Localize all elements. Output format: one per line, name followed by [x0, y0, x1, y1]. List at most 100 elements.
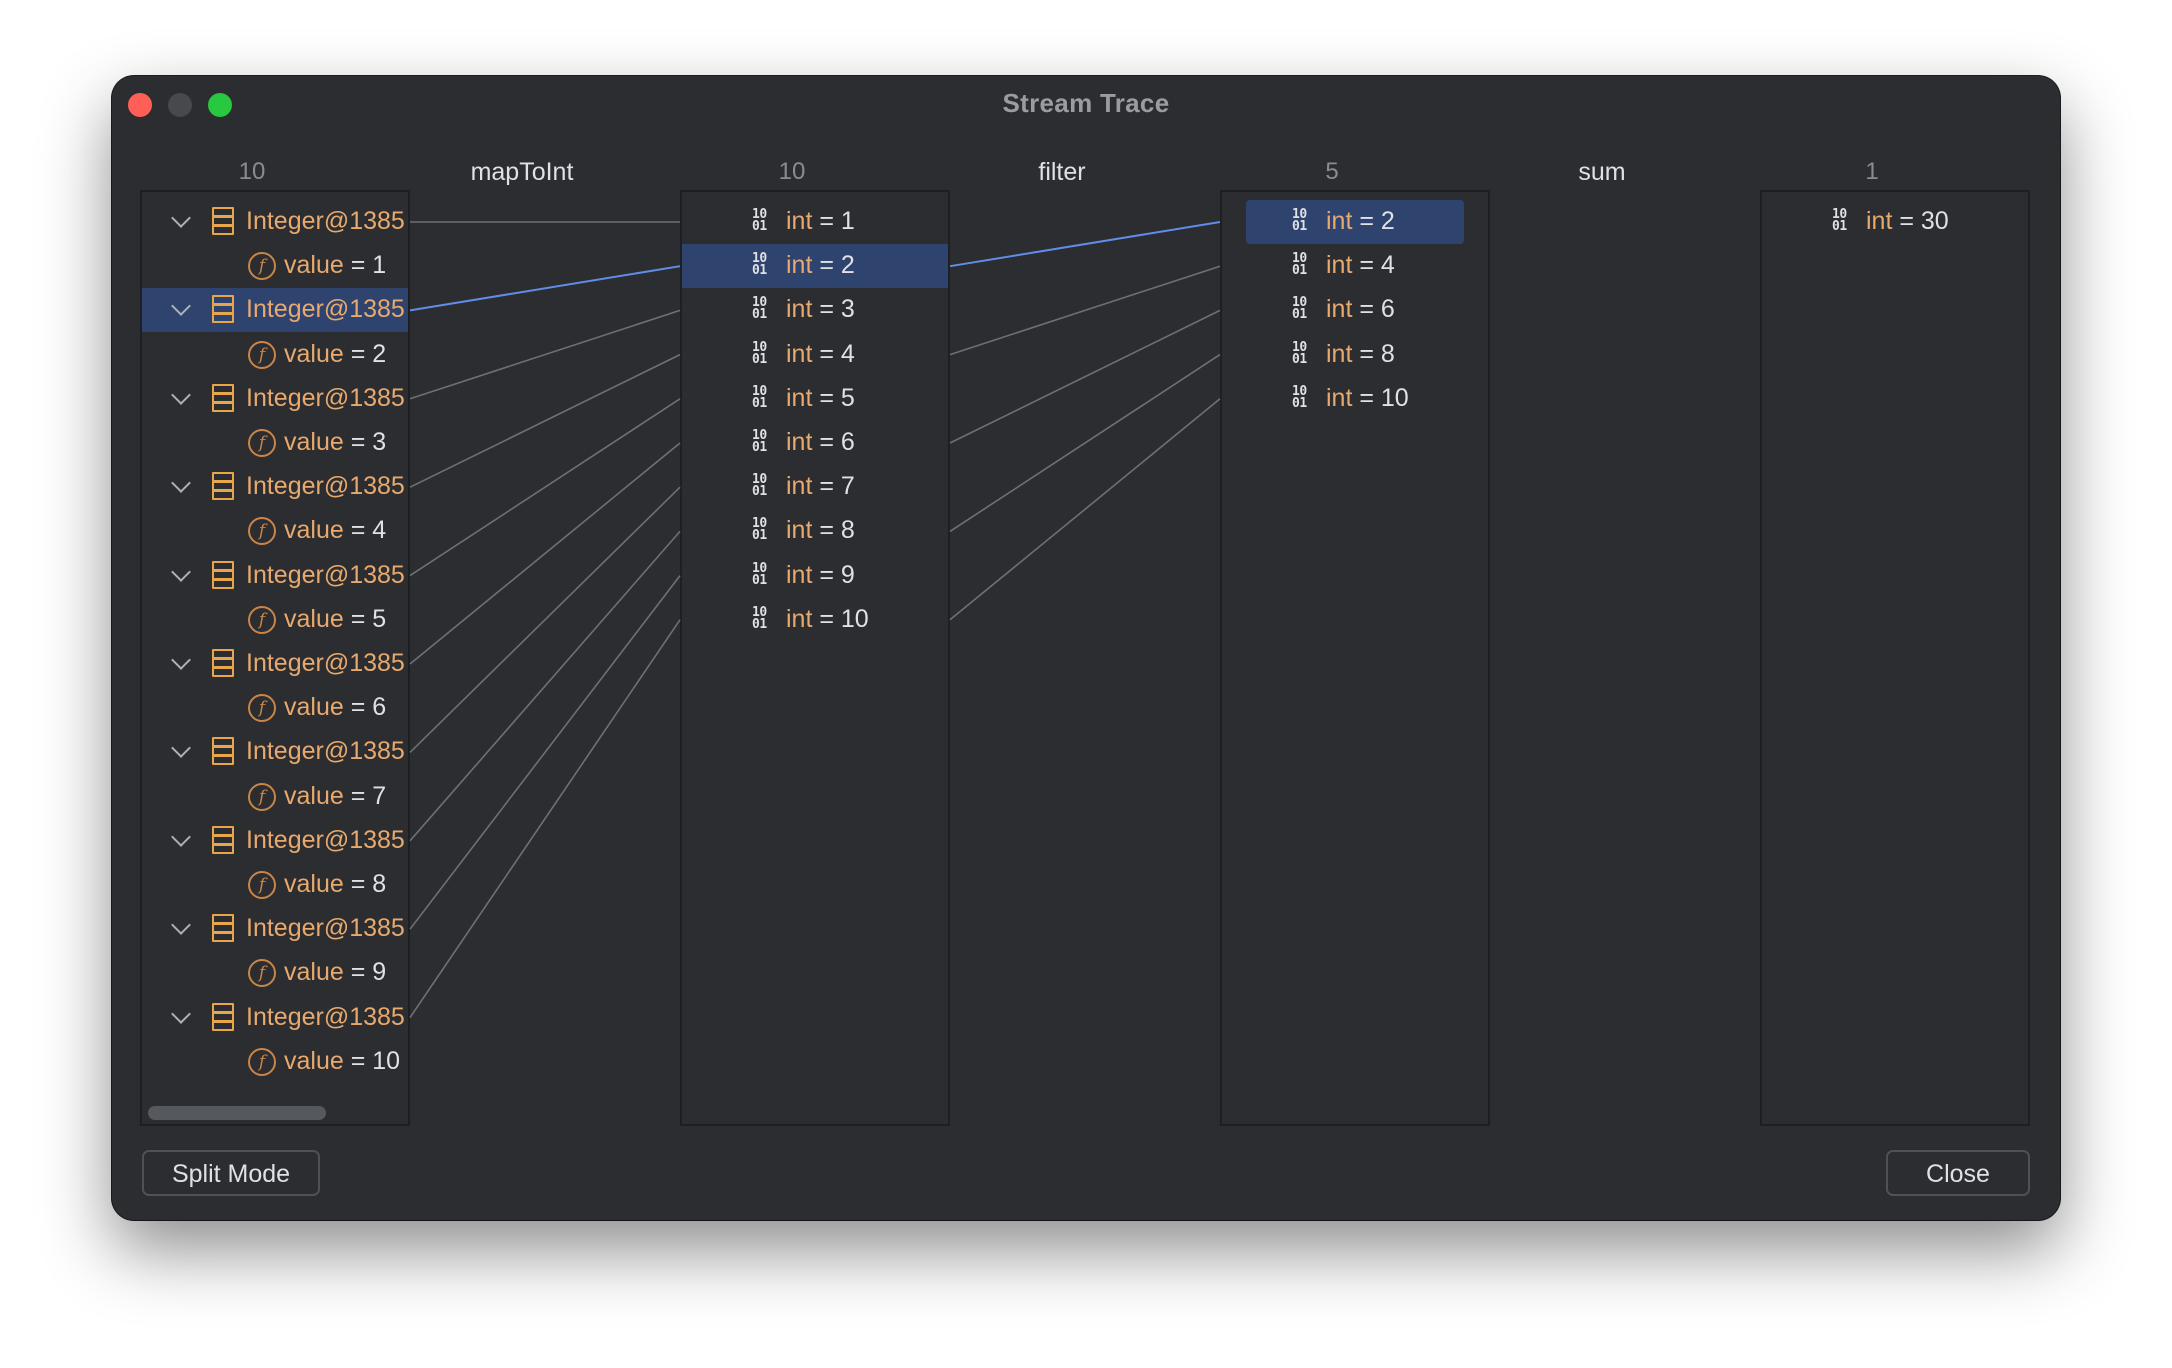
object-icon: [212, 295, 234, 325]
item-value: = 6: [343, 693, 387, 722]
zoom-window-button[interactable]: [208, 93, 232, 117]
item-key: int: [1866, 207, 1893, 235]
trace-link: [409, 309, 681, 400]
value-label: int = 4: [1326, 251, 1395, 280]
chevron-down-icon[interactable]: [171, 915, 191, 936]
object-row[interactable]: Integer@1385: [142, 642, 408, 686]
chevron-down-icon[interactable]: [171, 738, 191, 759]
value-label: int = 5: [786, 384, 855, 413]
horizontal-scrollbar[interactable]: [148, 1106, 326, 1120]
chevron-down-icon[interactable]: [171, 1003, 191, 1024]
item-value: = 9: [343, 958, 387, 987]
object-row[interactable]: Integer@1385: [142, 200, 408, 244]
item-key: int: [786, 560, 813, 589]
field-label: value = 8: [284, 870, 386, 899]
split-mode-button[interactable]: Split Mode: [142, 1150, 320, 1196]
chevron-down-icon[interactable]: [171, 826, 191, 847]
object-row[interactable]: Integer@1385: [142, 907, 408, 951]
field-row[interactable]: f value = 1: [142, 244, 408, 288]
object-row[interactable]: Integer@1385: [142, 554, 408, 598]
field-label: value = 1: [284, 251, 386, 280]
field-row[interactable]: f value = 7: [142, 775, 408, 819]
selection-highlight: [682, 244, 948, 289]
item-value: = 2: [343, 339, 387, 368]
object-label: Integer@1385: [246, 560, 405, 589]
field-icon: f: [248, 252, 276, 281]
object-row[interactable]: Integer@1385: [142, 288, 408, 333]
chevron-down-icon[interactable]: [171, 296, 191, 317]
op-header-filter: filter: [1038, 158, 1086, 186]
field-icon: f: [248, 959, 276, 988]
chevron-down-icon[interactable]: [171, 384, 191, 405]
field-icon: f: [248, 694, 276, 723]
minimize-window-button[interactable]: [168, 93, 192, 117]
value-label: int = 30: [1866, 207, 1949, 236]
field-label: value = 7: [284, 782, 386, 811]
trace-link: [409, 530, 681, 842]
item-key: value: [284, 251, 344, 280]
stream-trace-window: Stream Trace 10 mapToInt 10 filter 5 sum…: [112, 76, 2060, 1220]
item-value: = 3: [343, 428, 387, 456]
chevron-down-icon[interactable]: [171, 208, 191, 228]
item-value: = 2: [1352, 207, 1395, 235]
value-label: int = 7: [786, 472, 855, 501]
field-row[interactable]: f value = 9: [142, 951, 408, 995]
field-label: value = 9: [284, 958, 386, 987]
chevron-down-icon[interactable]: [171, 473, 191, 494]
trace-link: [409, 575, 681, 930]
op-header-sum: sum: [1578, 158, 1626, 186]
chevron-down-icon[interactable]: [171, 561, 191, 582]
chevron-down-icon[interactable]: [171, 650, 191, 670]
close-button[interactable]: Close: [1886, 1150, 2030, 1196]
item-value: = 6: [1352, 295, 1395, 324]
object-row[interactable]: Integer@1385: [142, 819, 408, 863]
item-key: value: [284, 604, 344, 633]
object-row[interactable]: Integer@1385: [142, 996, 408, 1040]
field-icon: f: [248, 782, 276, 811]
trace-link: [949, 353, 1221, 533]
object-row[interactable]: Integer@1385: [142, 377, 408, 421]
field-icon: f: [248, 605, 276, 634]
object-row[interactable]: Integer@1385: [142, 465, 408, 509]
item-key: value: [284, 870, 344, 898]
value-label: int = 1: [786, 207, 855, 236]
maptoint-count: 10: [778, 158, 806, 185]
trace-link: [949, 265, 1221, 356]
object-label: Integer@1385: [246, 737, 405, 766]
item-key: int: [786, 207, 813, 235]
object-row[interactable]: Integer@1385: [142, 730, 408, 774]
item-key: int: [786, 339, 813, 368]
close-window-button[interactable]: [128, 93, 152, 117]
item-key: int: [1326, 251, 1353, 280]
value-label: int = 8: [786, 516, 855, 545]
field-label: value = 4: [284, 516, 386, 545]
